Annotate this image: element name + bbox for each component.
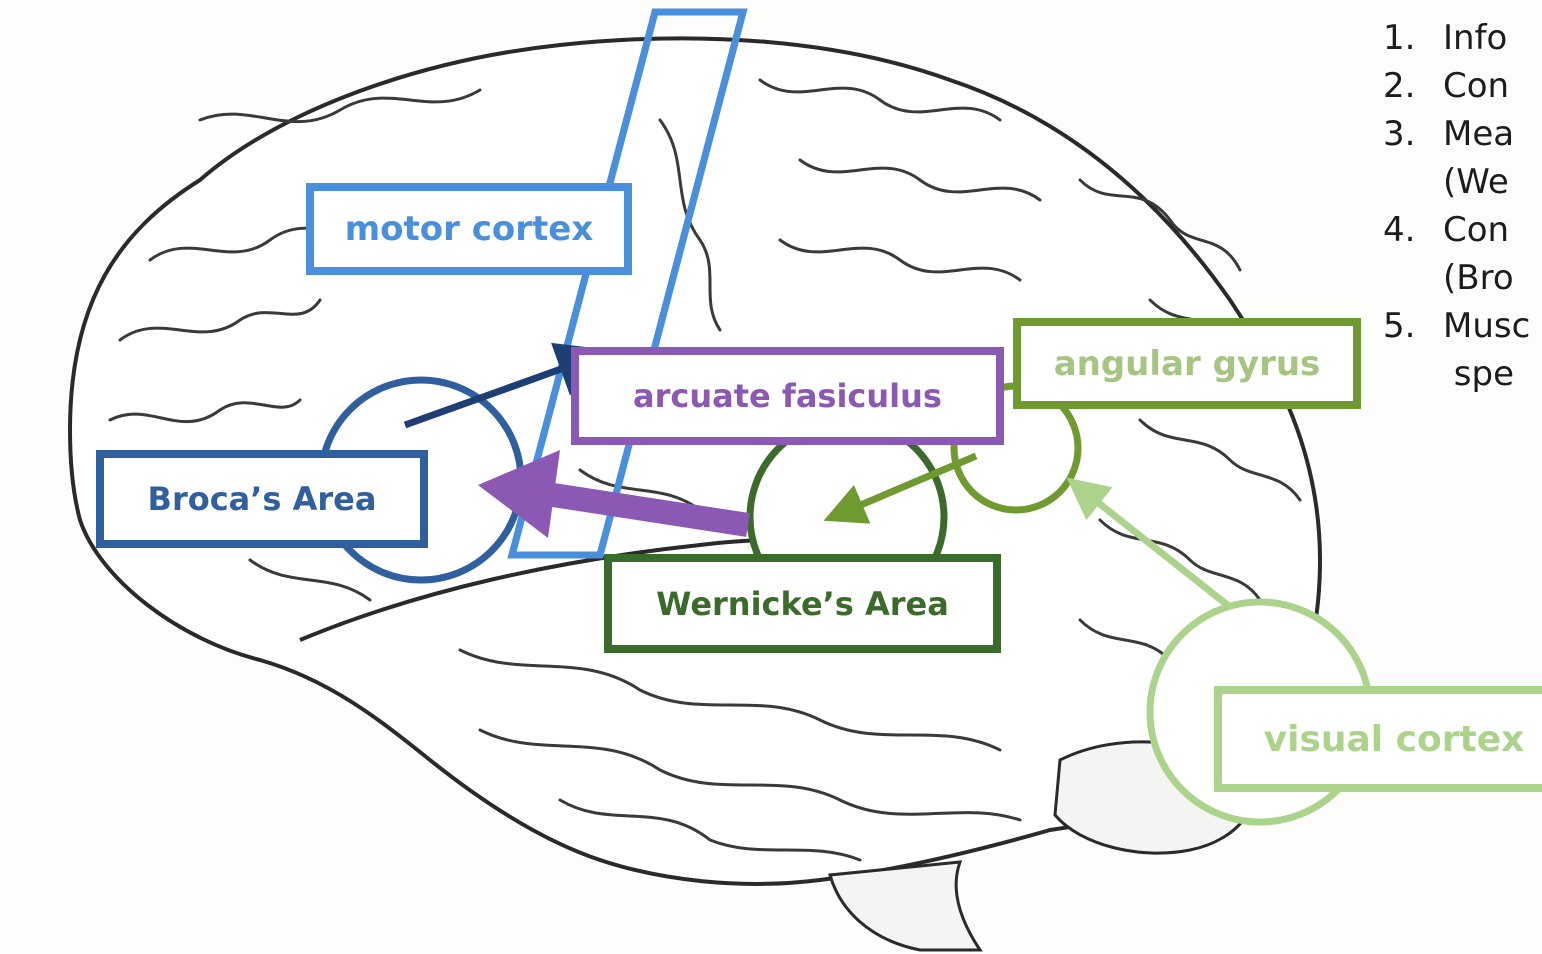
step-text: Info [1443,14,1507,62]
step-number: 1. [1383,14,1443,62]
motor-cortex-label: motor cortex [306,183,632,275]
step-number: 5. [1383,302,1443,398]
step-item: 4. Con (Bro [1383,206,1530,302]
visual-cortex-label: visual cortex [1214,686,1542,792]
brocas-area-label: Broca’s Area [96,450,428,548]
angular-gyrus-label: angular gyrus [1013,318,1361,409]
angular-gyrus-text: angular gyrus [1054,344,1321,384]
step-text: Con [1443,62,1509,110]
arcuate-fasiculus-text: arcuate fasiculus [633,377,942,415]
visual-cortex-text: visual cortex [1264,719,1525,760]
wernickes-area-text: Wernicke’s Area [656,585,949,623]
step-item: 2. Con [1383,62,1530,110]
step-item: 1. Info [1383,14,1530,62]
step-number: 4. [1383,206,1443,302]
step-text: Musc [1443,302,1530,350]
step-text-continued: (We [1443,158,1514,206]
step-text-continued: spe [1443,350,1530,398]
brainstem-outline [830,862,980,950]
arcuate-fasiculus-label: arcuate fasiculus [571,347,1004,445]
step-number: 2. [1383,62,1443,110]
step-item: 5. Musc spe [1383,302,1530,398]
step-text-continued: (Bro [1443,254,1514,302]
wernickes-area-label: Wernicke’s Area [604,554,1001,653]
step-number: 3. [1383,110,1443,206]
step-text: Mea [1443,110,1514,158]
step-text: Con [1443,206,1514,254]
brocas-area-text: Broca’s Area [148,480,377,518]
step-item: 3. Mea (We [1383,110,1530,206]
processing-steps-list: 1. Info 2. Con 3. Mea (We 4. Con (Bro 5.… [1383,14,1530,398]
motor-cortex-text: motor cortex [345,209,594,249]
